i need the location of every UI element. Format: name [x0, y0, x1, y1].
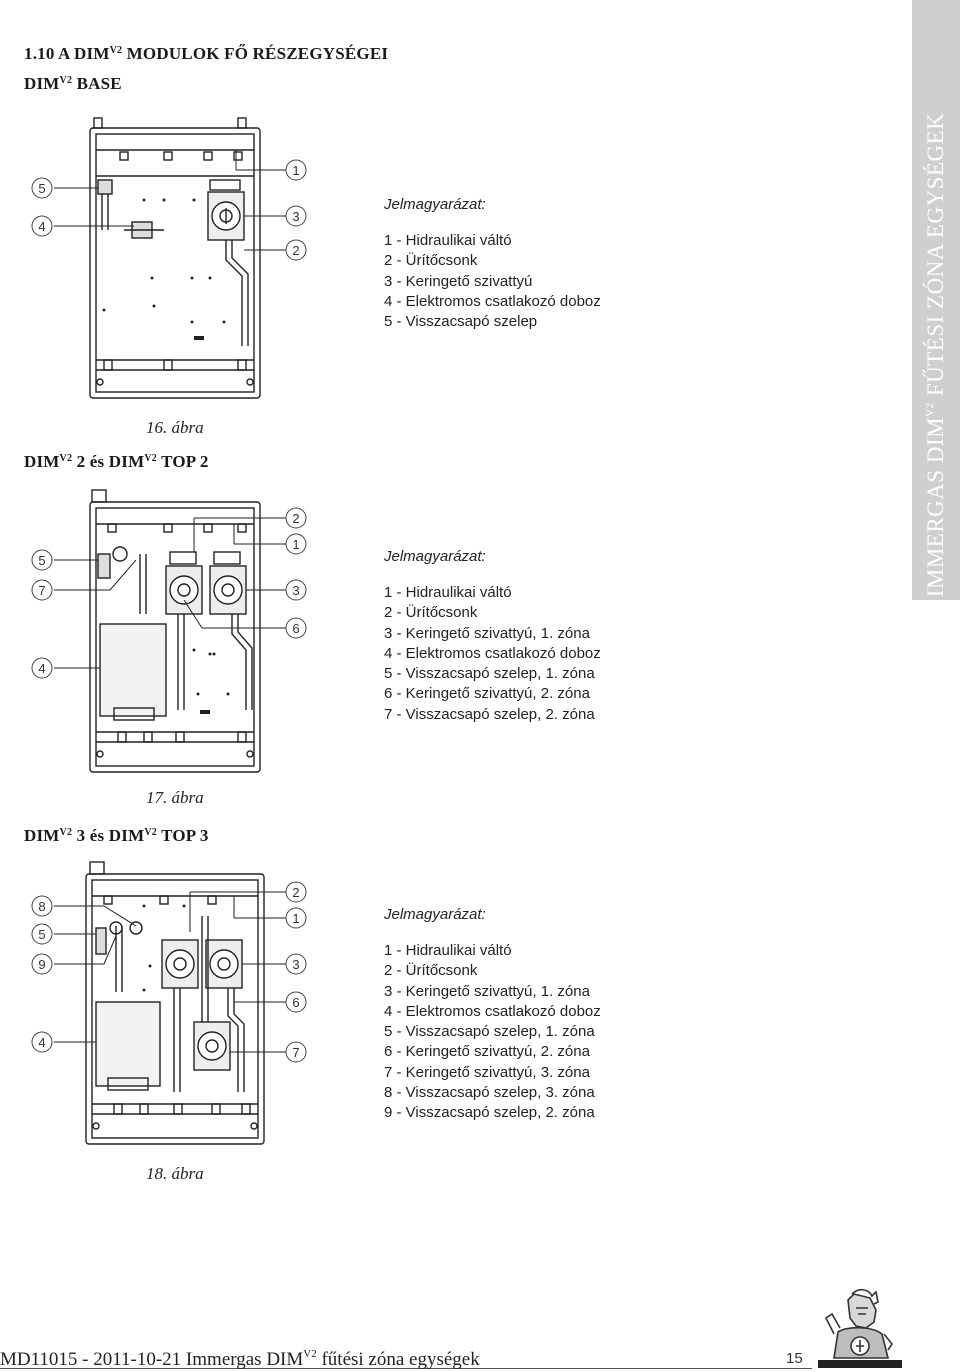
figure-18-legend: Jelmagyarázat: 1 - Hidraulikai váltó 2 -… [384, 906, 601, 1124]
figure-heading-base: DIMV2 BASE [24, 74, 122, 93]
legend-item: 4 - Elektromos csatlakozó doboz [384, 644, 601, 662]
callout-5: 5 [38, 553, 45, 568]
legend-item: 3 - Keringető szivattyú, 1. zóna [384, 624, 590, 642]
legend-item: 7 - Keringető szivattyú, 3. zóna [384, 1063, 590, 1081]
legend-item: 2 - Ürítőcsonk [384, 962, 478, 980]
callout-3: 3 [292, 583, 299, 598]
legend-item: 5 - Visszacsapó szelep [384, 313, 538, 331]
chapter-sidebar [912, 0, 960, 600]
callout-2: 2 [292, 511, 299, 526]
legend-item: 4 - Elektromos csatlakozó doboz [384, 1002, 601, 1020]
legend-item: 1 - Hidraulikai váltó [384, 232, 512, 249]
figure-18-caption: 18. ábra [146, 1164, 204, 1183]
footer-rule [0, 1368, 812, 1369]
callout-1: 1 [292, 911, 299, 926]
callout-6: 6 [292, 995, 299, 1010]
figure-16-drawing: 5 4 1 3 2 [31, 117, 307, 399]
legend-item: 6 - Keringető szivattyú, 2. zóna [384, 1043, 590, 1061]
callout-4: 4 [38, 1035, 45, 1050]
callout-7: 7 [38, 583, 45, 598]
callout-3: 3 [292, 957, 299, 972]
figure-16-caption: 16. ábra [146, 418, 204, 437]
page-number: 15 [786, 1350, 803, 1367]
legend-title: Jelmagyarázat: [384, 906, 486, 923]
legend-item: 1 - Hidraulikai váltó [384, 584, 512, 601]
legend-item: 2 - Ürítőcsonk [384, 252, 478, 270]
callout-3: 3 [292, 209, 299, 224]
callout-7: 7 [292, 1045, 299, 1060]
callout-4: 4 [38, 219, 45, 234]
legend-item: 7 - Visszacsapó szelep, 2. zóna [384, 705, 595, 723]
callout-9: 9 [38, 957, 45, 972]
chapter-sidebar-title: IMMERGAS DIMV2 FŰTÉSI ZÓNA EGYSÉGEK [923, 112, 948, 598]
legend-item: 5 - Visszacsapó szelep, 1. zóna [384, 665, 595, 683]
legend-item: 1 - Hidraulikai váltó [384, 942, 512, 959]
callout-2: 2 [292, 885, 299, 900]
legend-item: 5 - Visszacsapó szelep, 1. zóna [384, 1023, 595, 1041]
legend-title: Jelmagyarázat: [384, 196, 486, 213]
legend-item: 3 - Keringető szivattyú, 1. zóna [384, 982, 590, 1000]
footer-document-id: MD11015 - 2011-10-21 Immergas DIMV2 fűté… [0, 1348, 480, 1370]
callout-5: 5 [38, 181, 45, 196]
callout-2: 2 [292, 243, 299, 258]
legend-item: 6 - Keringető szivattyú, 2. zóna [384, 685, 590, 703]
callout-6: 6 [292, 621, 299, 636]
legend-item: 4 - Elektromos csatlakozó doboz [384, 292, 601, 310]
legend-title: Jelmagyarázat: [384, 548, 486, 565]
legend-item: 2 - Ürítőcsonk [384, 604, 478, 622]
figure-heading-dim2: DIMV2 2 és DIMV2 TOP 2 [24, 452, 209, 471]
figure-17-caption: 17. ábra [146, 788, 204, 807]
legend-item: 8 - Visszacsapó szelep, 3. zóna [384, 1084, 595, 1102]
figure-17-drawing: 5 7 4 2 1 3 6 [31, 489, 307, 773]
figure-17-legend: Jelmagyarázat: 1 - Hidraulikai váltó 2 -… [384, 548, 601, 725]
section-heading: 1.10 A DIMV2 MODULOK FŐ RÉSZEGYSÉGEI [24, 44, 389, 63]
figure-18-drawing: 8 5 9 4 2 1 3 6 7 [31, 861, 307, 1145]
callout-5: 5 [38, 927, 45, 942]
callout-8: 8 [38, 899, 45, 914]
callout-1: 1 [292, 537, 299, 552]
figure-heading-dim3: DIMV2 3 és DIMV2 TOP 3 [24, 826, 209, 845]
legend-item: 9 - Visszacsapó szelep, 2. zóna [384, 1104, 595, 1122]
figure-16-legend: Jelmagyarázat: 1 - Hidraulikai váltó 2 -… [384, 196, 601, 332]
immergas-warrior-logo-icon [818, 1288, 902, 1368]
callout-1: 1 [292, 163, 299, 178]
callout-4: 4 [38, 661, 45, 676]
legend-item: 3 - Keringető szivattyú [384, 272, 533, 290]
